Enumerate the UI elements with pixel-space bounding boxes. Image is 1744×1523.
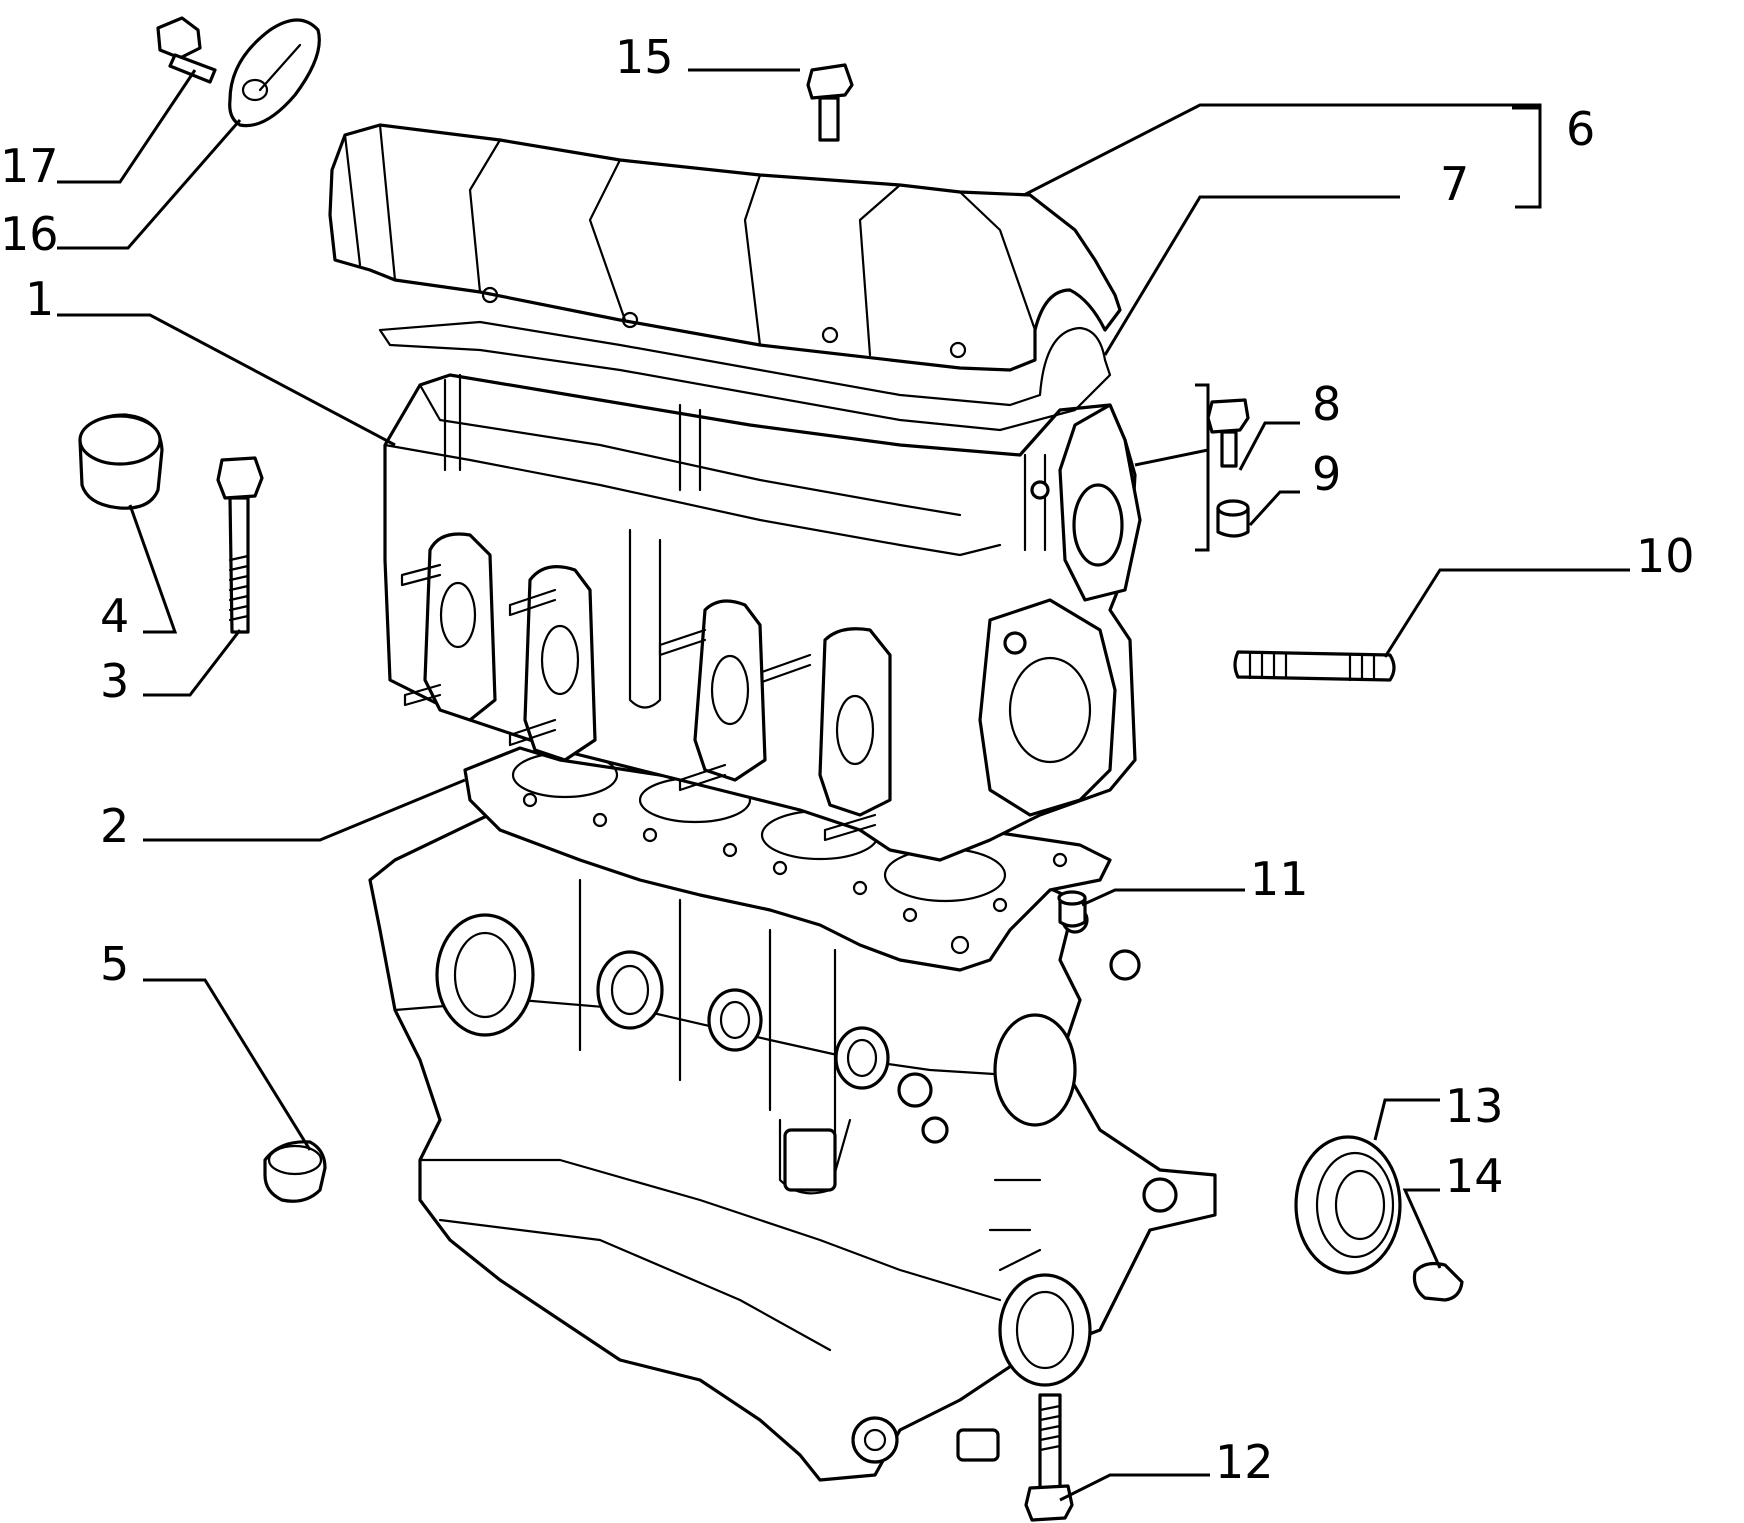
callout-13: 13 — [1445, 1079, 1504, 1133]
cylinder-head — [383, 373, 1142, 862]
callout-17: 17 — [0, 139, 59, 193]
callout-4: 4 — [100, 589, 129, 643]
valve-cover — [328, 123, 1122, 372]
part-5-plug — [263, 1140, 327, 1203]
valve-cover-gasket — [378, 320, 1112, 432]
engine-block — [368, 798, 1217, 1482]
callout-9: 9 — [1312, 447, 1341, 501]
callout-16: 16 — [0, 207, 59, 261]
part-16-cap — [228, 18, 321, 128]
part-8-bolt — [1206, 398, 1250, 468]
callout-3: 3 — [100, 654, 129, 708]
part-12-bolt — [1024, 1393, 1074, 1522]
part-13-cover — [1294, 1135, 1402, 1275]
callout-2: 2 — [100, 799, 129, 853]
part-11-dowel — [1057, 890, 1087, 928]
part-17-bolt — [156, 16, 217, 84]
part-9-dowel — [1216, 499, 1250, 538]
part-3-head-bolt — [216, 456, 264, 634]
callout-15: 15 — [615, 30, 674, 84]
callout-10: 10 — [1636, 529, 1695, 583]
callout-6: 6 — [1566, 102, 1595, 156]
callout-14: 14 — [1445, 1149, 1504, 1203]
callout-11: 11 — [1250, 852, 1309, 906]
callout-12: 12 — [1215, 1435, 1274, 1489]
part-15-bolt — [806, 63, 854, 142]
part-10-stud — [1233, 650, 1396, 682]
leader-lines — [57, 68, 1630, 1502]
part-4-cup-plug — [78, 413, 164, 510]
callout-1: 1 — [25, 272, 54, 326]
part-14-plug — [1412, 1261, 1464, 1302]
callout-8: 8 — [1312, 377, 1341, 431]
head-gasket — [463, 746, 1112, 972]
callout-7: 7 — [1440, 157, 1469, 211]
callout-labels: 17 16 1 4 3 2 5 15 6 7 8 9 10 11 13 14 1… — [0, 30, 1695, 1489]
callout-5: 5 — [100, 937, 129, 991]
